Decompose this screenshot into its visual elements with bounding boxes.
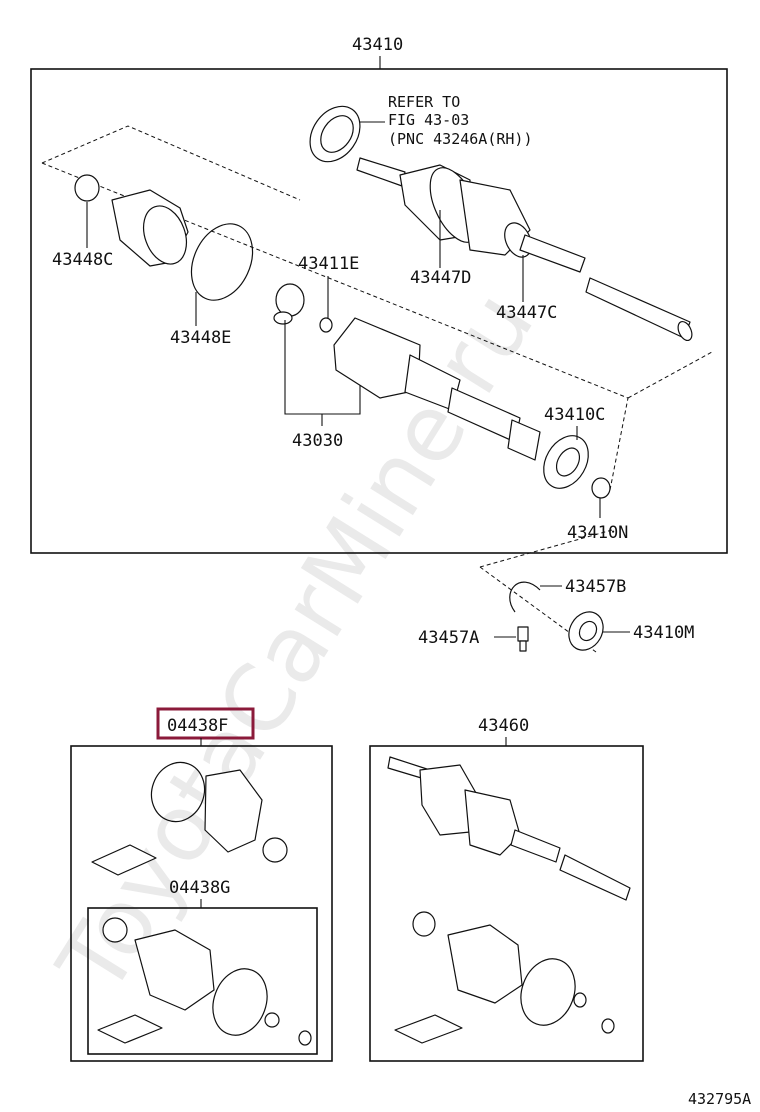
clamp-43448C-drawing bbox=[74, 174, 100, 202]
shaft-kit-frame bbox=[369, 745, 644, 1062]
label-43457A[interactable]: 43457A bbox=[418, 628, 479, 648]
snap-ring-43457B-drawing bbox=[509, 581, 541, 613]
bolt-43457A-drawing bbox=[517, 626, 529, 652]
kit-shaft-number[interactable]: 43460 bbox=[478, 716, 529, 736]
kit-highlight-box bbox=[156, 707, 255, 740]
label-43411E[interactable]: 43411E bbox=[298, 254, 359, 274]
label-43448E[interactable]: 43448E bbox=[170, 328, 231, 348]
label-43410M[interactable]: 43410M bbox=[633, 623, 694, 643]
inner-joint-housing-drawing bbox=[333, 317, 541, 461]
tripod-drawing bbox=[273, 283, 305, 325]
clamp-43448E-drawing bbox=[190, 223, 254, 301]
inner-boot-drawing bbox=[111, 189, 189, 267]
refer-note-line-3: (PNC 43246A(RH)) bbox=[388, 130, 533, 148]
bearing-43410C-drawing bbox=[543, 435, 589, 489]
shaft-kit-ring-2 bbox=[601, 1018, 615, 1034]
shaft-kit-grease-pack bbox=[394, 1014, 463, 1044]
kit-clamp-large-drawing bbox=[150, 761, 206, 823]
figure-code: 432795A bbox=[688, 1090, 751, 1108]
kit-grease-pack-drawing bbox=[91, 844, 157, 876]
label-43447D[interactable]: 43447D bbox=[410, 268, 471, 288]
shaft-kit-shaft-drawing bbox=[387, 756, 631, 901]
kit-boot-number[interactable]: 04438F bbox=[167, 716, 228, 736]
boot-kit-group: 04438F 04438G bbox=[70, 707, 333, 1062]
label-43448C[interactable]: 43448C bbox=[52, 250, 113, 270]
label-43030[interactable]: 43030 bbox=[292, 431, 343, 451]
main-assembly-number[interactable]: 43410 bbox=[352, 35, 403, 55]
snap-ring-43411E-drawing bbox=[319, 317, 333, 333]
kit-inner-number[interactable]: 04438G bbox=[169, 878, 230, 898]
inner-kit-boot bbox=[134, 929, 215, 1011]
boot-kit-frame bbox=[70, 745, 333, 1062]
main-assembly-frame bbox=[30, 68, 728, 554]
seal-43410M-drawing bbox=[568, 611, 604, 651]
ring-43410N-drawing bbox=[591, 477, 611, 499]
shaft-kit-group: 43460 bbox=[369, 716, 644, 1062]
inner-kit-grease-pack bbox=[97, 1014, 163, 1044]
shaft-kit-boot bbox=[447, 924, 523, 1004]
outer-shaft-drawing bbox=[356, 157, 693, 342]
shaft-kit-clamp-large bbox=[520, 958, 576, 1026]
label-43410C[interactable]: 43410C bbox=[544, 405, 605, 425]
label-43447C[interactable]: 43447C bbox=[496, 303, 557, 323]
inner-kit-clamp-small bbox=[102, 917, 128, 943]
kit-boot-drawing bbox=[204, 769, 263, 853]
shaft-kit-ring-1 bbox=[573, 992, 587, 1008]
label-43457B[interactable]: 43457B bbox=[565, 577, 626, 597]
inner-kit-frame bbox=[87, 907, 318, 1055]
shaft-kit-clamp-small bbox=[412, 911, 436, 937]
refer-note-line-2: FIG 43-03 bbox=[388, 111, 469, 129]
refer-note-line-1: REFER TO bbox=[388, 93, 460, 111]
inner-kit-clamp-large bbox=[212, 968, 268, 1036]
inner-kit-ring-2 bbox=[298, 1030, 312, 1046]
inner-kit-ring-1 bbox=[264, 1012, 280, 1028]
kit-clamp-small-drawing bbox=[262, 837, 288, 863]
main-assembly-group: 43410 REFER TO FIG 43-03 (PNC 43246A(RH)… bbox=[30, 35, 728, 554]
bracket-parts-group: 43457B 43410M 43457A bbox=[418, 529, 694, 653]
oil-seal-ring-drawing bbox=[309, 105, 361, 163]
